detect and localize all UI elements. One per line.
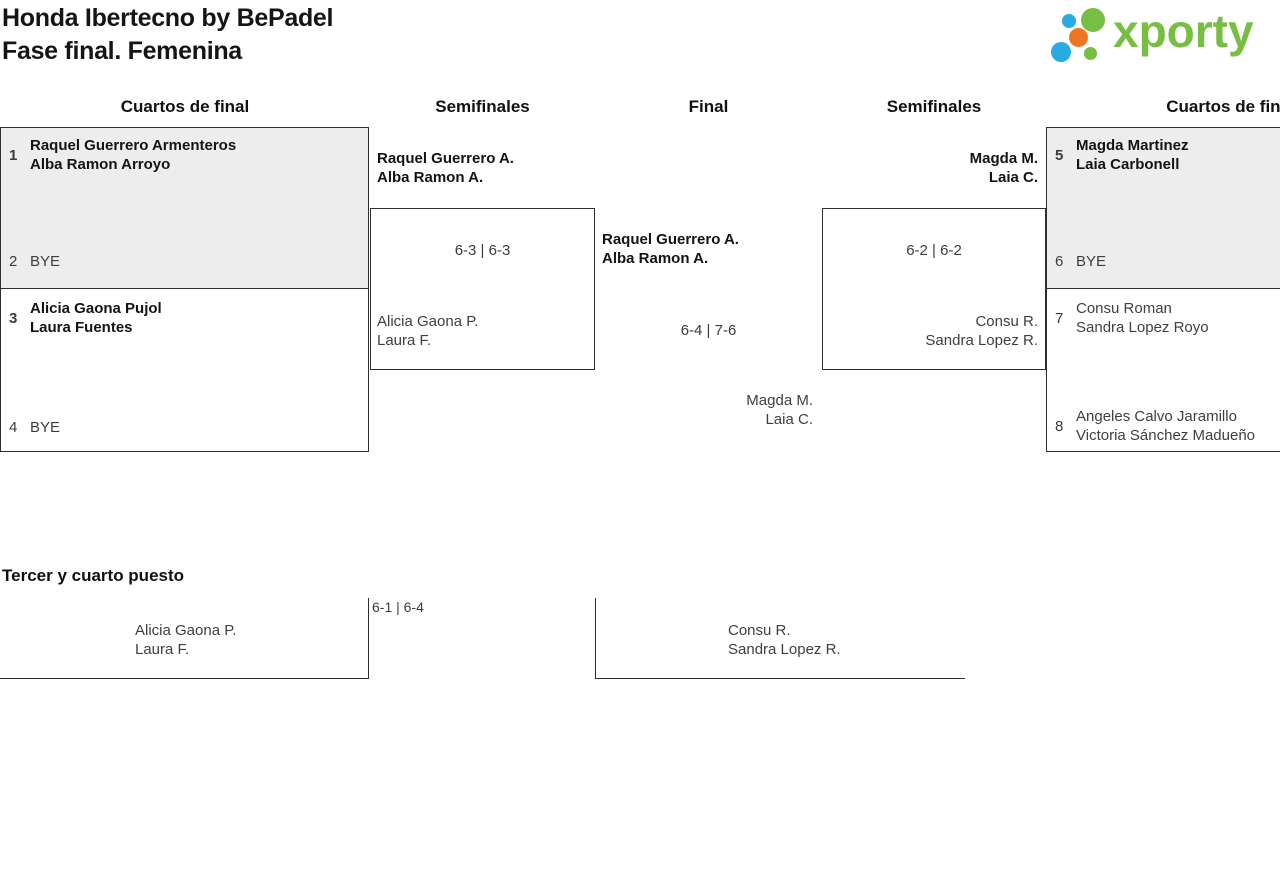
third-place-right-bracket bbox=[595, 598, 965, 679]
round-header-quarters-left: Cuartos de final bbox=[120, 97, 250, 116]
logo-dot-blue-large-icon bbox=[1051, 42, 1071, 62]
seed-number: 3 bbox=[9, 309, 18, 327]
qf-left-match-2: 3 Alicia Gaona Pujol Laura Fuentes 4 BYE bbox=[0, 288, 369, 452]
sf-left-winner-team: Raquel Guerrero A. Alba Ramon A. bbox=[377, 149, 514, 187]
team-entry: 7 Consu Roman Sandra Lopez Royo bbox=[1055, 299, 1209, 337]
round-header-semis-right: Semifinales bbox=[886, 97, 982, 116]
team-entry: 1 Raquel Guerrero Armenteros Alba Ramon … bbox=[9, 136, 236, 174]
player-name: Sandra Lopez R. bbox=[925, 332, 1038, 349]
sf-left-loser-team: Alicia Gaona P. Laura F. bbox=[377, 312, 478, 350]
team-names: BYE bbox=[30, 419, 61, 436]
sf-left-score: 6-3 | 6-3 bbox=[454, 242, 511, 259]
player-name: Laia C. bbox=[988, 169, 1038, 186]
player-name: Angeles Calvo Jaramillo bbox=[1076, 408, 1237, 425]
logo-dot-green-small-icon bbox=[1084, 47, 1097, 60]
round-header-semis-left: Semifinales bbox=[435, 97, 530, 116]
logo-dot-blue-small-icon bbox=[1062, 14, 1076, 28]
third-place-left-team: Alicia Gaona P. Laura F. bbox=[135, 621, 236, 659]
logo-dot-green-large-icon bbox=[1081, 8, 1105, 32]
player-name: Magda M. bbox=[746, 392, 813, 409]
sf-left-match-box bbox=[370, 208, 595, 370]
player-name: Consu Roman bbox=[1076, 300, 1172, 317]
round-header-quarters-right: Cuartos de final bbox=[1166, 97, 1280, 116]
player-name: Magda Martinez bbox=[1076, 137, 1189, 154]
seed-number: 5 bbox=[1055, 146, 1064, 164]
team-names: Magda Martinez Laia Carbonell bbox=[1076, 136, 1189, 174]
player-name: Alicia Gaona P. bbox=[135, 622, 237, 639]
player-name: Alba Ramon A. bbox=[602, 250, 709, 267]
team-names: Angeles Calvo Jaramillo Victoria Sánchez… bbox=[1076, 407, 1255, 445]
player-name: Raquel Guerrero A. bbox=[377, 150, 514, 167]
player-name: Laia Carbonell bbox=[1076, 156, 1180, 173]
player-name: Raquel Guerrero A. bbox=[602, 231, 739, 248]
player-name: Alicia Gaona Pujol bbox=[30, 300, 162, 317]
player-name: Consu R. bbox=[728, 622, 791, 639]
team-entry: 6 BYE bbox=[1055, 252, 1106, 271]
final-winner-team: Raquel Guerrero A. Alba Ramon A. bbox=[602, 230, 739, 268]
seed-number: 7 bbox=[1055, 309, 1064, 327]
team-names: Alicia Gaona Pujol Laura Fuentes bbox=[30, 299, 162, 337]
player-name: Alba Ramon A. bbox=[377, 169, 484, 186]
final-loser-team: Magda M. Laia C. bbox=[746, 391, 813, 429]
third-place-score: 6-1 | 6-4 bbox=[372, 599, 424, 615]
player-name: Raquel Guerrero Armenteros bbox=[30, 137, 237, 154]
sf-right-winner-team: Magda M. Laia C. bbox=[970, 149, 1038, 187]
team-names: Raquel Guerrero Armenteros Alba Ramon Ar… bbox=[30, 136, 236, 174]
third-place-heading: Tercer y cuarto puesto bbox=[2, 566, 185, 585]
player-name: Laia C. bbox=[765, 411, 813, 428]
qf-right-match-2: 7 Consu Roman Sandra Lopez Royo 8 Angele… bbox=[1046, 288, 1280, 452]
player-name: Sandra Lopez Royo bbox=[1076, 319, 1209, 336]
player-name: Laura F. bbox=[377, 332, 432, 349]
player-name: Magda M. bbox=[969, 150, 1038, 167]
team-entry: 3 Alicia Gaona Pujol Laura Fuentes bbox=[9, 299, 162, 337]
qf-left-match-1: 1 Raquel Guerrero Armenteros Alba Ramon … bbox=[0, 127, 369, 289]
sf-right-loser-team: Consu R. Sandra Lopez R. bbox=[925, 312, 1038, 350]
third-place-left-bracket bbox=[0, 598, 369, 679]
player-name: Victoria Sánchez Madueño bbox=[1076, 427, 1256, 444]
tournament-title: Honda Ibertecno by BePadel bbox=[2, 4, 334, 32]
logo-wordmark: xporty bbox=[1113, 5, 1254, 57]
round-header-final: Final bbox=[688, 97, 729, 116]
third-place-right-team: Consu R. Sandra Lopez R. bbox=[728, 621, 841, 659]
seed-number: 8 bbox=[1055, 417, 1064, 435]
sf-right-score: 6-2 | 6-2 bbox=[906, 242, 962, 259]
seed-number: 6 bbox=[1055, 253, 1064, 270]
seed-number: 2 bbox=[9, 253, 18, 270]
logo-dot-orange-icon bbox=[1069, 28, 1088, 47]
seed-number: 1 bbox=[9, 146, 18, 164]
team-entry: 4 BYE bbox=[9, 418, 60, 437]
player-name: Laura Fuentes bbox=[30, 319, 133, 336]
team-entry: 5 Magda Martinez Laia Carbonell bbox=[1055, 136, 1189, 174]
seed-number: 4 bbox=[9, 419, 18, 436]
team-entry: 8 Angeles Calvo Jaramillo Victoria Sánch… bbox=[1055, 407, 1255, 445]
team-names: BYE bbox=[30, 253, 61, 270]
team-entry: 2 BYE bbox=[9, 252, 60, 271]
player-name: Laura F. bbox=[135, 641, 190, 658]
team-names: Consu Roman Sandra Lopez Royo bbox=[1076, 299, 1209, 337]
player-name: Consu R. bbox=[975, 313, 1038, 330]
player-name: Alicia Gaona P. bbox=[377, 313, 479, 330]
sf-right-match-box bbox=[822, 208, 1046, 370]
tournament-subtitle: Fase final. Femenina bbox=[2, 37, 242, 65]
player-name: Sandra Lopez R. bbox=[728, 641, 841, 658]
player-name: Alba Ramon Arroyo bbox=[30, 156, 171, 173]
qf-right-match-1: 5 Magda Martinez Laia Carbonell 6 BYE bbox=[1046, 127, 1280, 289]
page-header: Honda Ibertecno by BePadel Fase final. F… bbox=[2, 2, 333, 68]
team-names: BYE bbox=[1076, 253, 1107, 270]
final-score: 6-4 | 7-6 bbox=[680, 322, 737, 339]
